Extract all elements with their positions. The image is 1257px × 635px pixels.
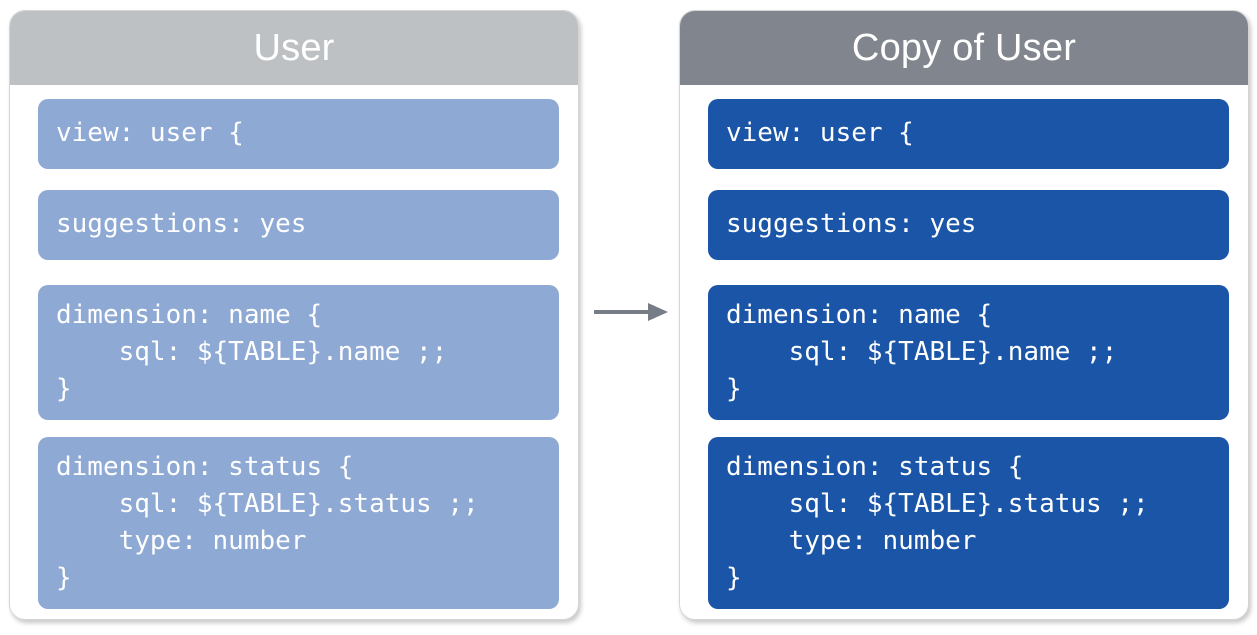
panel-title-source: User xyxy=(253,27,335,69)
panel-body-source: view: user { suggestions: yes dimension:… xyxy=(10,85,578,609)
code-block-suggestions-copy[interactable]: suggestions: yes xyxy=(708,190,1229,260)
panel-body-copy: view: user { suggestions: yes dimension:… xyxy=(680,85,1248,609)
code-block-suggestions-source[interactable]: suggestions: yes xyxy=(38,190,559,260)
panel-header-copy: Copy of User xyxy=(680,11,1248,85)
code-block-dimension-status-source[interactable]: dimension: status { sql: ${TABLE}.status… xyxy=(38,437,559,609)
panel-copy-of-user[interactable]: Copy of User view: user { suggestions: y… xyxy=(679,10,1249,620)
panel-title-copy: Copy of User xyxy=(851,27,1077,69)
panel-header-source: User xyxy=(10,11,578,85)
arrow-right-icon xyxy=(592,300,672,324)
code-block-dimension-name-source[interactable]: dimension: name { sql: ${TABLE}.name ;; … xyxy=(38,285,559,420)
code-block-view-declaration-copy[interactable]: view: user { xyxy=(708,99,1229,169)
code-block-view-declaration-source[interactable]: view: user { xyxy=(38,99,559,169)
code-block-dimension-status-copy[interactable]: dimension: status { sql: ${TABLE}.status… xyxy=(708,437,1229,609)
arrow-right-glyph xyxy=(594,303,668,321)
code-block-dimension-name-copy[interactable]: dimension: name { sql: ${TABLE}.name ;; … xyxy=(708,285,1229,420)
panel-source-user[interactable]: User view: user { suggestions: yes dimen… xyxy=(9,10,579,620)
